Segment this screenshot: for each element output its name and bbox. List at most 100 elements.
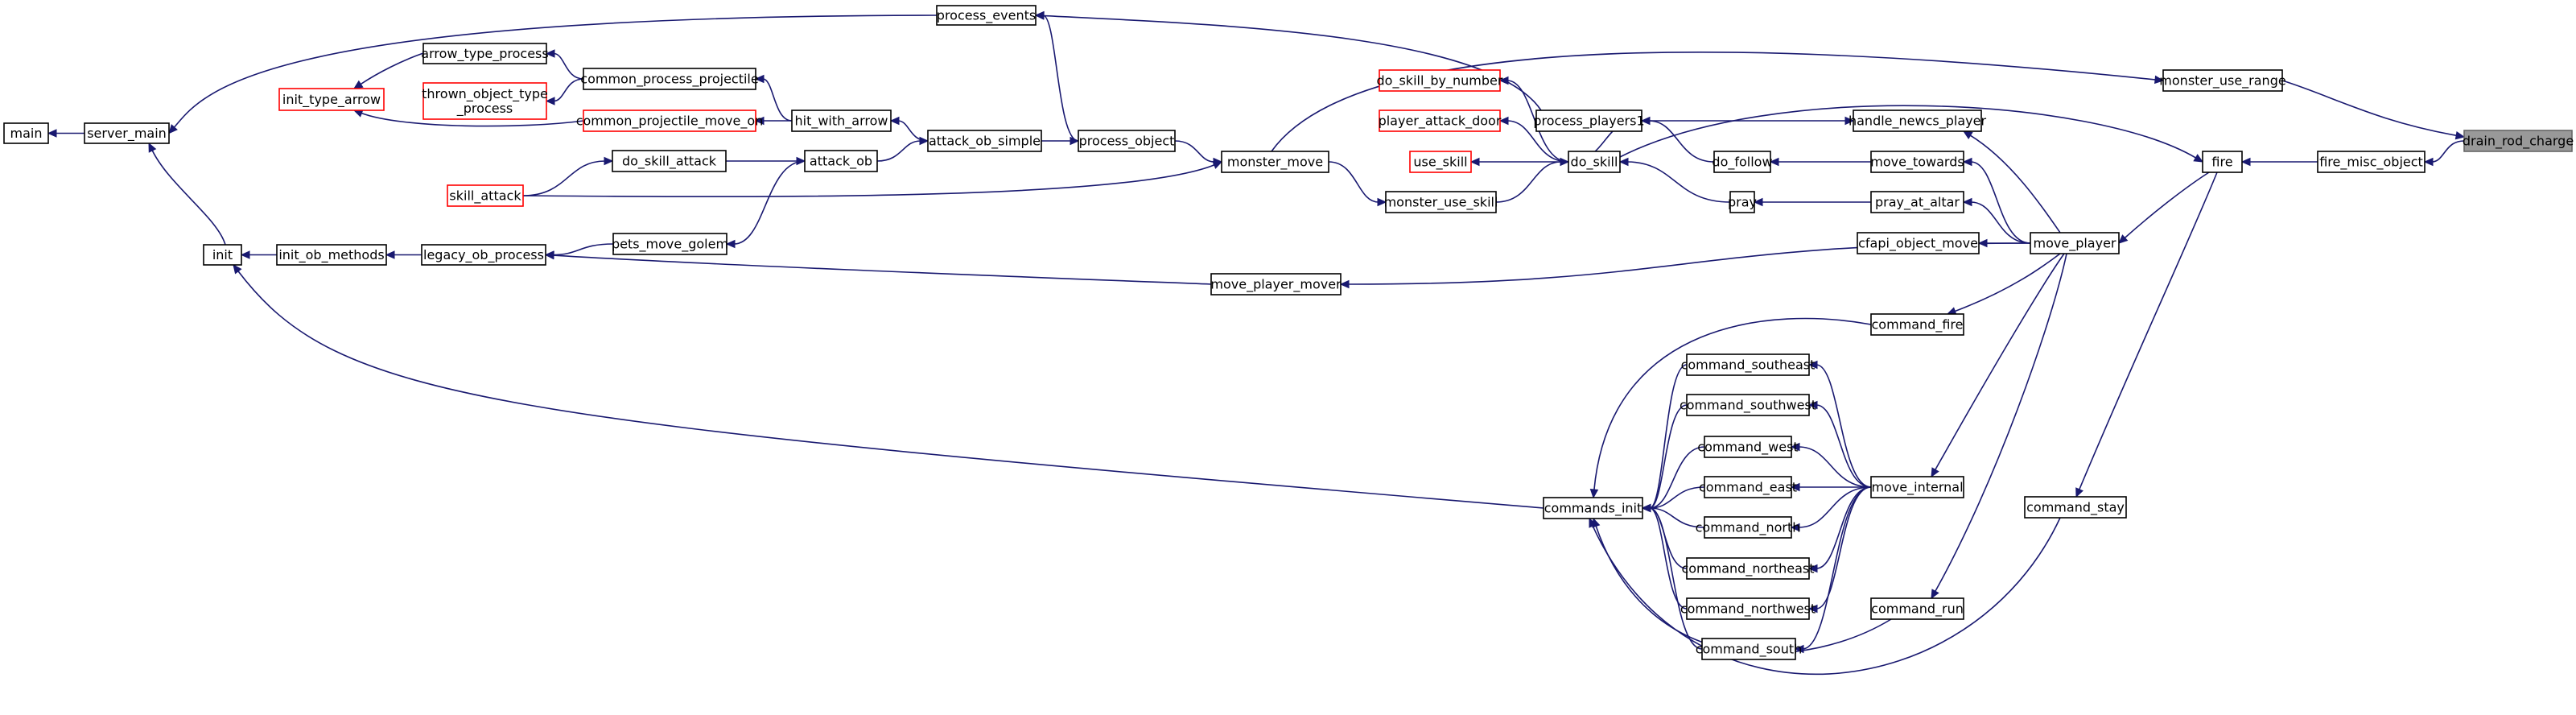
edge-monster_move-to-skill_attack (522, 161, 1223, 198)
edge-hit_with_arrow-to-attack_ob_simple (889, 116, 929, 142)
node-attack_ob_simple[interactable]: attack_ob_simple (927, 130, 1042, 152)
node-command_stay[interactable]: command_stay (2024, 496, 2127, 519)
node-command_north[interactable]: command_north (1696, 516, 1801, 539)
node-process_players1[interactable]: process_players1 (1533, 110, 1645, 132)
node-init_type_arrow[interactable]: init_type_arrow (278, 88, 385, 111)
node-label: thrown_object_type (422, 86, 548, 102)
node-label: fire_misc_object (2319, 155, 2423, 171)
node-label: handle_newcs_player (1849, 114, 1986, 130)
edge-monster_use_range-to-monster_move (1271, 51, 2165, 152)
node-legacy_ob_process[interactable]: legacy_ob_process (421, 244, 546, 266)
node-label: move_player_mover (1210, 277, 1342, 293)
node-cfapi_object_move[interactable]: cfapi_object_move (1857, 232, 1980, 254)
node-label: fire (2211, 155, 2232, 170)
edge-handle_newcs_player-to-process_players1 (1642, 116, 1855, 126)
node-player_attack_door[interactable]: player_attack_door (1379, 110, 1502, 132)
node-command_northwest[interactable]: command_northwest (1680, 597, 1816, 620)
edge-cfapi_object_move-to-move_player (1977, 238, 2030, 248)
edge-do_follow-to-move_towards (1769, 157, 1871, 167)
node-label: command_stay (2026, 500, 2125, 516)
node-label: common_process_projectile (580, 72, 758, 88)
node-thrown_object_type_process[interactable]: thrown_object_type_process (422, 82, 548, 120)
edge-drain_rod_charge-to-monster_use_range (2281, 80, 2466, 140)
edge-legacy_ob_process-to-move_player_mover (544, 250, 1212, 285)
edge-do_skill-to-monster_use_skill (1495, 157, 1570, 203)
edge-init_ob_methods-to-legacy_ob_process (385, 250, 422, 259)
node-command_southwest[interactable]: command_southwest (1680, 394, 1816, 416)
node-label: legacy_ob_process (423, 247, 544, 263)
node-init[interactable]: init (203, 244, 242, 266)
edge-command_north-to-move_internal (1790, 486, 1872, 532)
node-label: command_southwest (1680, 398, 1816, 414)
node-label: attack_ob (810, 154, 872, 170)
node-process_object[interactable]: process_object (1078, 130, 1176, 152)
node-monster_move[interactable]: monster_move (1221, 151, 1329, 173)
node-label: cfapi_object_move (1858, 236, 1978, 252)
node-move_internal[interactable]: move_internal (1870, 476, 1964, 498)
node-server_main[interactable]: server_main (84, 122, 170, 144)
node-label: pray (1728, 195, 1757, 210)
node-fire_misc_object[interactable]: fire_misc_object (2317, 151, 2426, 173)
node-pray_at_altar[interactable]: pray_at_altar (1870, 191, 1964, 213)
node-command_east[interactable]: command_east (1699, 476, 1797, 498)
node-label: init_type_arrow (282, 92, 381, 108)
node-skill_attack[interactable]: skill_attack (447, 184, 524, 207)
edge-fire-to-do_skill (1619, 105, 2204, 163)
node-label: command_east (1699, 480, 1797, 496)
node-move_towards[interactable]: move_towards (1870, 151, 1964, 173)
node-pray[interactable]: pray (1728, 191, 1757, 213)
node-label: process_object (1079, 134, 1175, 150)
node-command_south[interactable]: command_south (1696, 638, 1803, 660)
node-attack_ob[interactable]: attack_ob (804, 150, 878, 172)
node-arrow_type_process[interactable]: arrow_type_process (421, 43, 549, 64)
edge-process_events-to-process_players1 (1034, 11, 1542, 111)
edge-main-to-server_main (47, 129, 84, 138)
node-do_skill[interactable]: do_skill (1568, 151, 1621, 173)
edge-do_skill-to-pray (1618, 157, 1731, 203)
node-command_west[interactable]: command_west (1697, 436, 1799, 458)
node-fire[interactable]: fire (2202, 151, 2243, 173)
edge-commands_init-to-command_southeast (1641, 364, 1688, 513)
edge-init-to-init_ob_methods (240, 250, 277, 259)
node-main[interactable]: main (3, 122, 49, 144)
edge-server_main-to-init (148, 142, 226, 246)
edge-common_process_projectile-to-hit_with_arrow (754, 74, 793, 122)
node-command_run[interactable]: command_run (1870, 597, 1964, 620)
node-do_skill_attack[interactable]: do_skill_attack (612, 150, 727, 172)
node-process_events[interactable]: process_events (936, 5, 1037, 26)
node-hit_with_arrow[interactable]: hit_with_arrow (791, 110, 892, 132)
node-use_skill[interactable]: use_skill (1409, 151, 1472, 173)
node-label: drain_rod_charge (2463, 134, 2574, 150)
node-label: commands_init (1544, 501, 1642, 517)
node-pets_move_golem[interactable]: pets_move_golem (612, 233, 728, 255)
node-label: pets_move_golem (612, 237, 728, 253)
node-do_follow[interactable]: do_follow (1712, 151, 1773, 173)
edge-server_main-to-process_events (168, 14, 938, 134)
node-do_skill_by_number[interactable]: do_skill_by_number (1377, 69, 1503, 92)
node-label: process_players1 (1533, 114, 1644, 130)
node-label: do_skill_attack (622, 154, 717, 170)
node-label: pray_at_altar (1875, 195, 1960, 211)
node-label: _process (456, 101, 513, 117)
node-command_southeast[interactable]: command_southeast (1681, 353, 1816, 376)
node-move_player_mover[interactable]: move_player_mover (1210, 273, 1342, 296)
node-label: attack_ob_simple (929, 134, 1041, 150)
edge-monster_use_skill-to-monster_move (1328, 161, 1387, 207)
node-handle_newcs_player[interactable]: handle_newcs_player (1849, 110, 1986, 132)
edge-command_stay-to-fire (2075, 172, 2218, 498)
node-label: monster_move (1227, 155, 1323, 171)
node-label: command_northeast (1681, 561, 1814, 577)
node-commands_init[interactable]: commands_init (1543, 497, 1643, 519)
node-command_northeast[interactable]: command_northeast (1681, 557, 1815, 580)
node-monster_use_skill[interactable]: monster_use_skill (1384, 191, 1498, 213)
node-monster_use_range[interactable]: monster_use_range (2159, 69, 2286, 92)
node-common_projectile_move_on[interactable]: common_projectile_move_on (576, 110, 764, 132)
node-move_player[interactable]: move_player (2030, 232, 2120, 254)
node-drain_rod_charge[interactable]: drain_rod_charge (2463, 130, 2574, 152)
edge-init_type_arrow-to-arrow_type_process (352, 52, 424, 89)
node-common_process_projectile[interactable]: common_process_projectile (580, 68, 759, 90)
node-command_fire[interactable]: command_fire (1870, 313, 1964, 336)
node-label: use_skill (1413, 155, 1467, 171)
node-init_ob_methods[interactable]: init_ob_methods (276, 244, 387, 266)
